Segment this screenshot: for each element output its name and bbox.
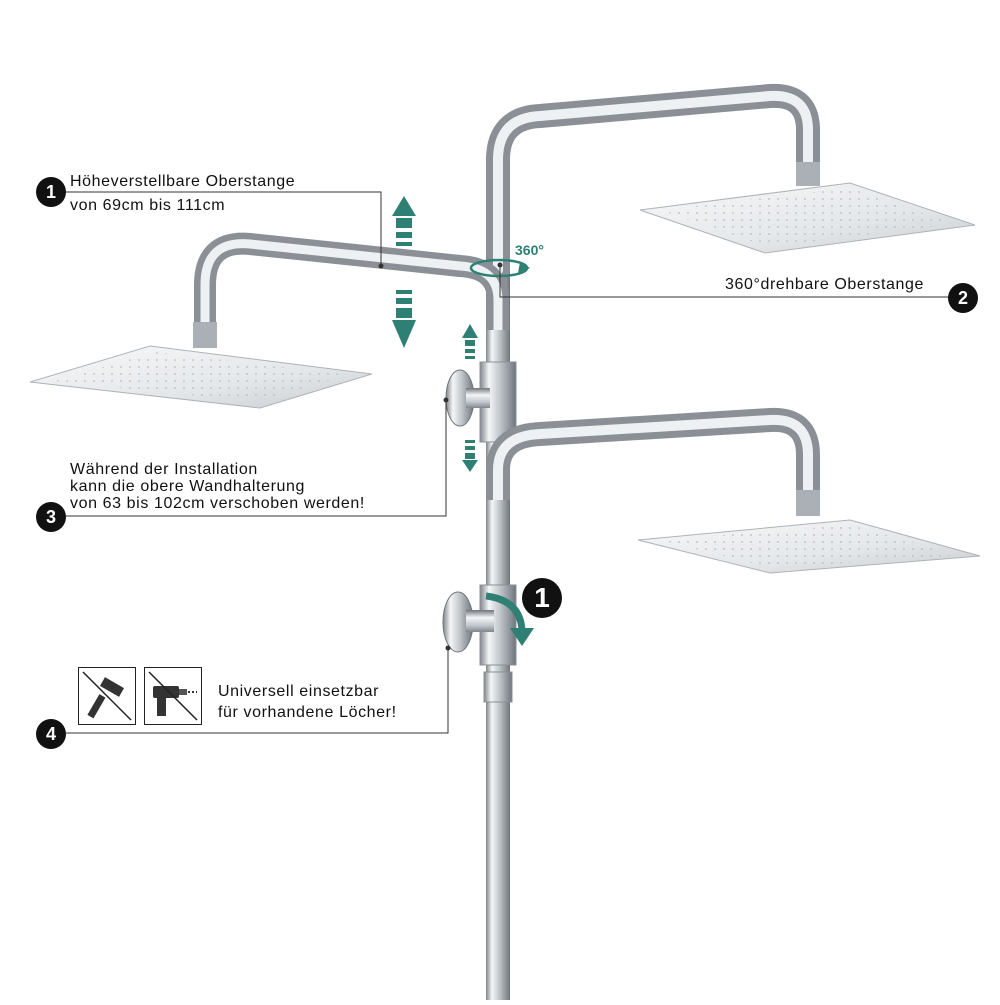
height-adjust-arrows <box>392 196 416 348</box>
callout-3-line-3: von 63 bis 102cm verschoben werden! <box>70 495 365 512</box>
callout-lines <box>66 191 960 734</box>
callout-4-line-1: Universell einsetzbar <box>218 683 380 700</box>
bracket-adjust-arrows <box>462 324 478 472</box>
valve-badge: 1 <box>522 578 562 618</box>
lower-shower-arm <box>486 407 820 500</box>
callout-3-line-1: Während der Installation <box>70 461 258 478</box>
no-drill-icon <box>144 667 202 725</box>
callout-4-badge: 4 <box>36 719 66 749</box>
valve-turn-arrow <box>485 592 526 631</box>
top-shower-arm <box>486 83 820 282</box>
callout-4-line-2: für vorhandene Löcher! <box>218 704 397 721</box>
callout-3-line-2: kann die obere Wandhalterung <box>70 478 306 495</box>
no-hammer-icon <box>78 667 136 725</box>
rotation-label: 360° <box>515 242 544 258</box>
callout-2-title: 360°drehbare Oberstange <box>725 276 924 293</box>
callout-1-badge: 1 <box>36 177 66 207</box>
left-shower-arm <box>194 232 509 330</box>
callout-2-badge: 2 <box>948 283 978 313</box>
callout-1-detail: von 69cm bis 111cm <box>70 197 226 214</box>
callout-3-badge: 3 <box>36 502 66 532</box>
callout-1-title: Höheverstellbare Oberstange <box>70 173 296 190</box>
